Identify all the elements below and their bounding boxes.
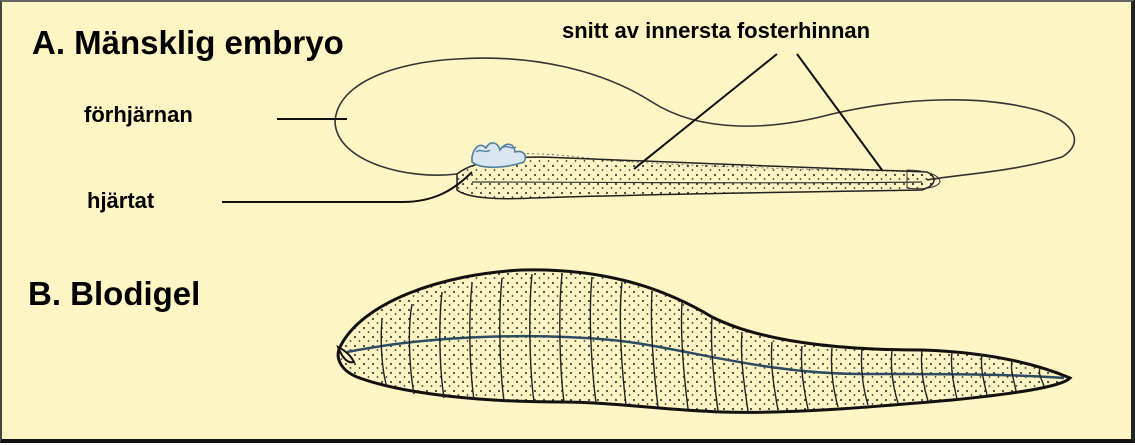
section-a-title: A. Mänsklig embryo — [32, 24, 344, 62]
leech-illustration — [338, 270, 1070, 412]
leech-body — [338, 270, 1070, 412]
embryo-outline — [335, 58, 1074, 180]
leader-amnion-left — [634, 54, 777, 169]
embryo-body — [457, 157, 934, 199]
label-heart: hjärtat — [87, 188, 154, 214]
label-amnion-section: snitt av innersta fosterhinnan — [562, 18, 870, 44]
tail-end — [907, 170, 940, 189]
heart-shape — [472, 143, 525, 167]
label-forebrain: förhjärnan — [84, 102, 193, 128]
section-b-title: B. Blodigel — [28, 275, 200, 313]
leader-amnion-right — [797, 54, 882, 170]
embryo-illustration — [335, 58, 1074, 199]
leader-heart — [222, 172, 472, 202]
